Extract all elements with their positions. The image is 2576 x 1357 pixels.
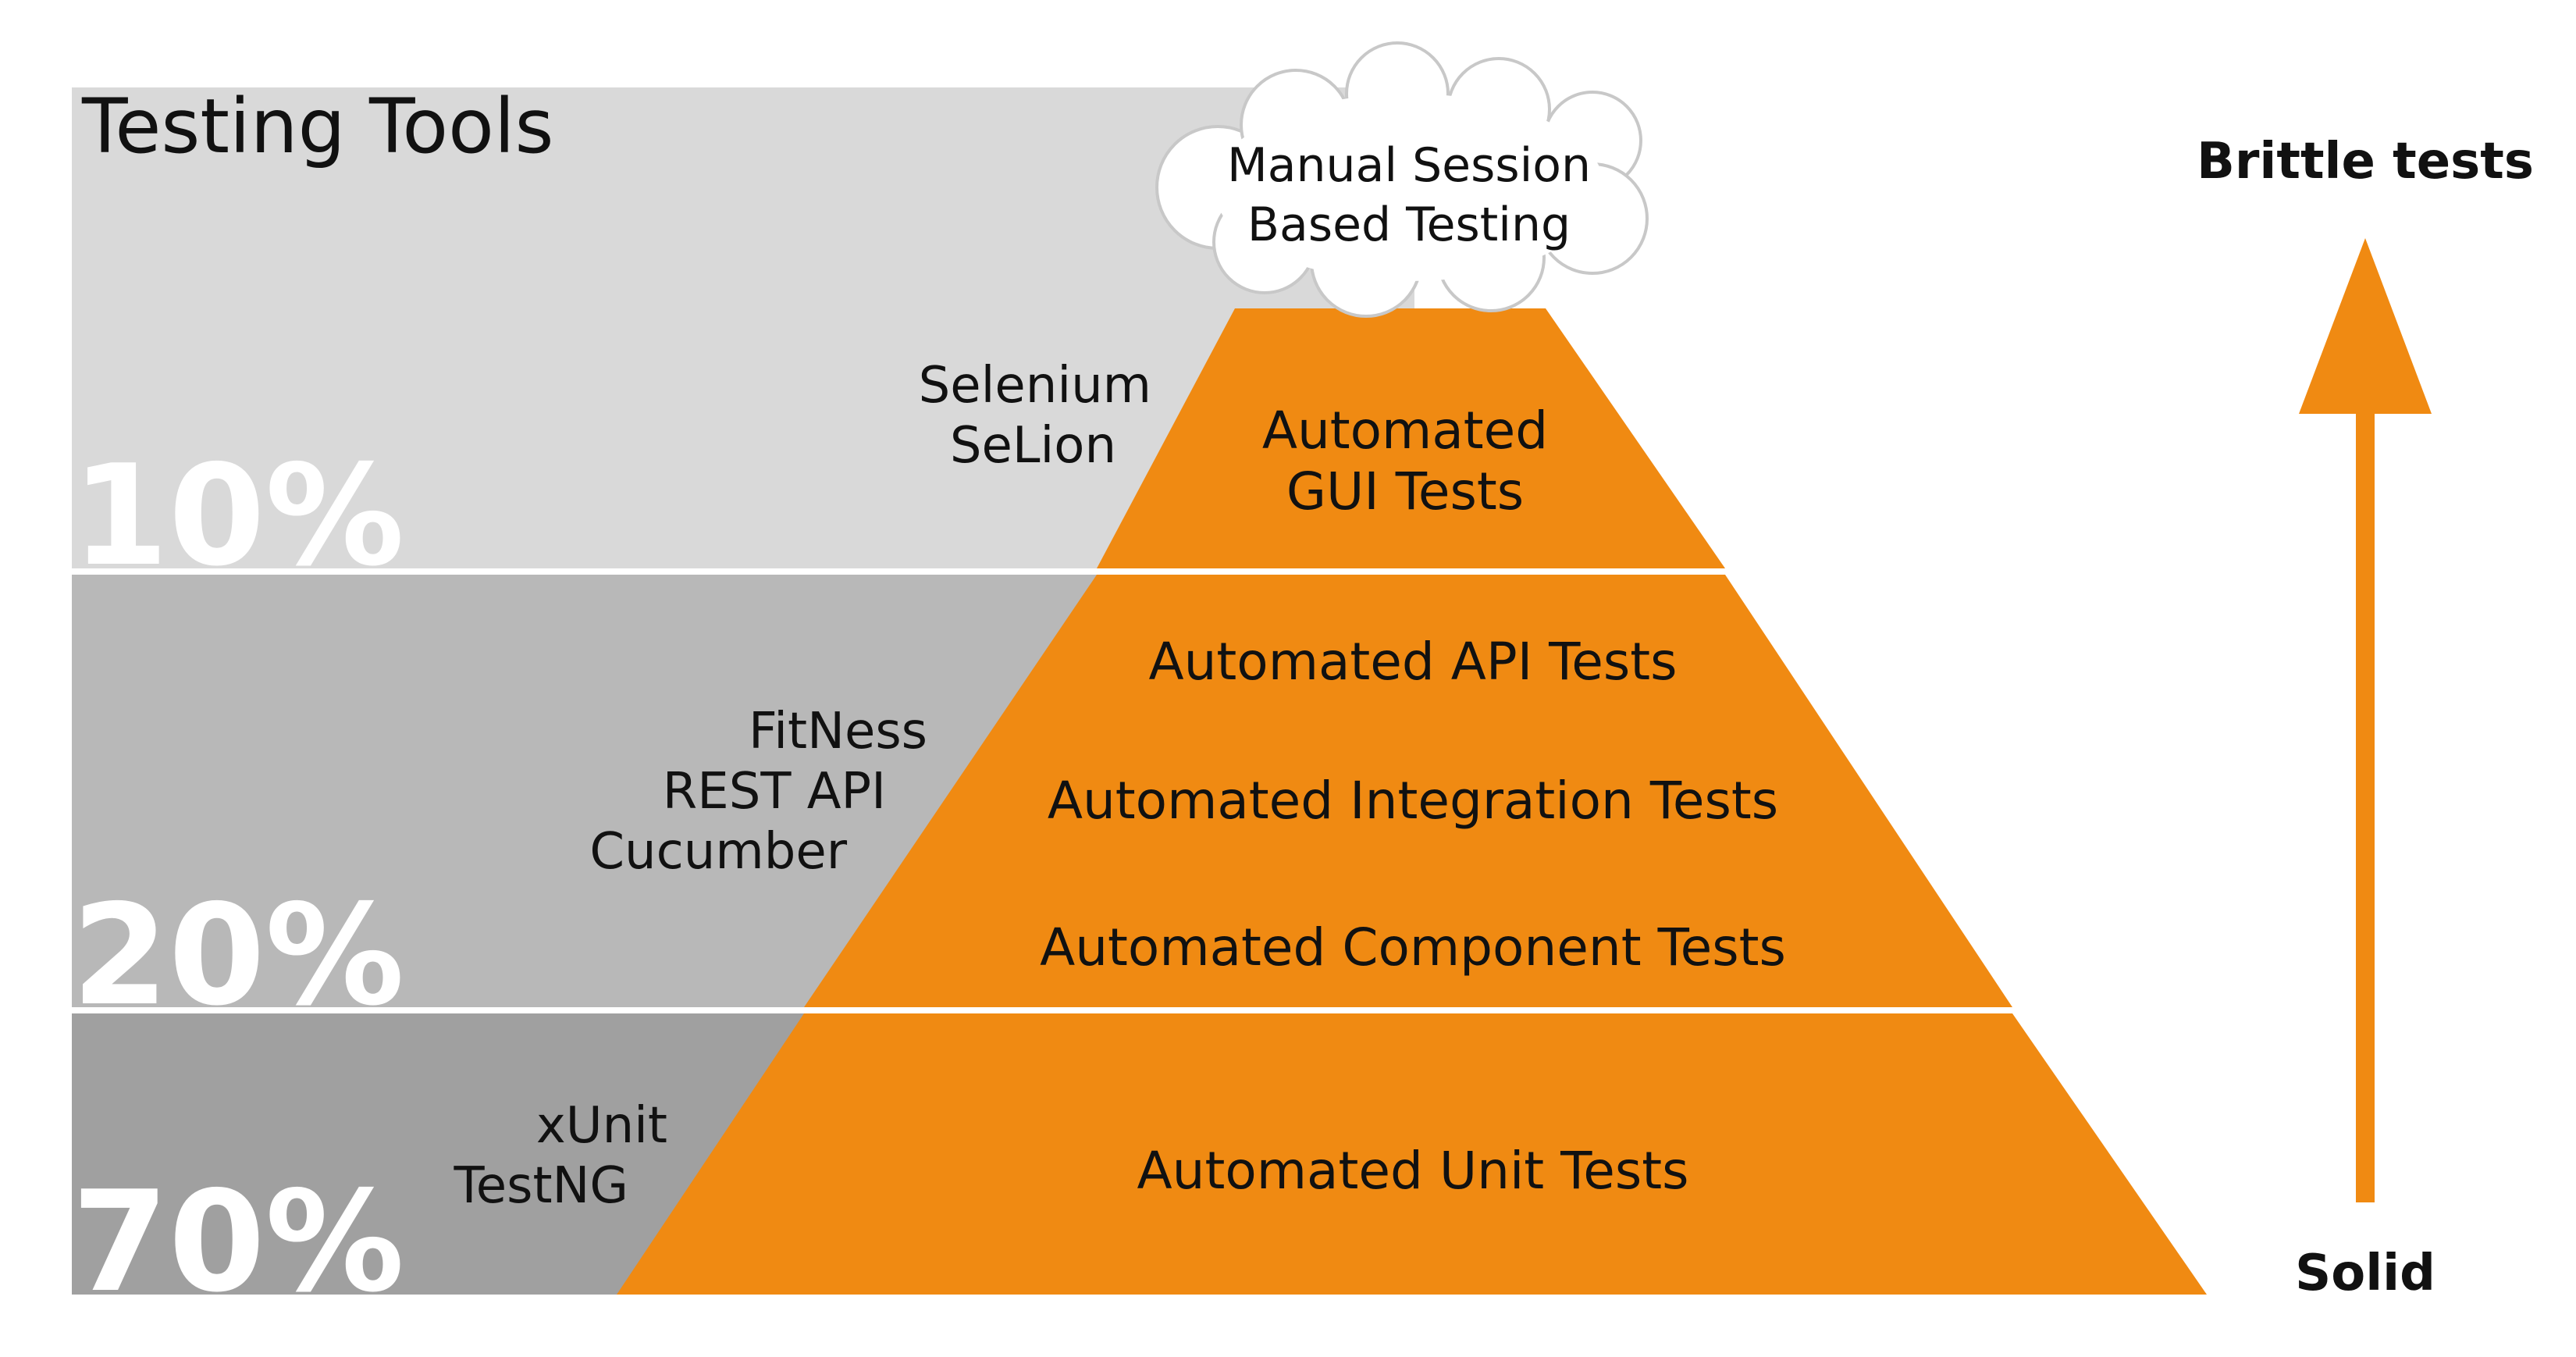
tool-testng: TestNG [454,1157,629,1215]
pyramid-tier-middle [804,575,2012,1007]
arrow-top-label: Brittle tests [2197,133,2534,191]
test-api: Automated API Tests [1148,632,1677,692]
tier-middle-percent: 20% [72,874,404,1036]
cloud-fill [1214,94,1604,281]
pyramid-tier-top [1097,308,1725,568]
tool-selenium: Selenium [919,357,1151,415]
tool-fitness: FitNess [749,703,927,760]
test-gui-line-1: Automated [1262,401,1548,461]
tier-bottom-percent: 70% [72,1161,404,1323]
tier-top-percent: 10% [72,435,404,597]
tool-rest-api: REST API [663,763,886,821]
tool-cucumber: Cucumber [589,823,847,881]
test-gui-line-2: GUI Tests [1286,461,1524,522]
test-integration: Automated Integration Tests [1048,771,1778,831]
cloud-line-2: Based Testing [1247,198,1571,252]
tool-xunit: xUnit [536,1097,667,1155]
arrow-bottom-label: Solid [2295,1245,2435,1302]
arrow-shaft [2356,367,2375,1202]
arrow-head-icon [2299,238,2432,414]
cloud-line-1: Manual Session [1227,138,1591,193]
diagram-title: Testing Tools [81,83,554,170]
pyramid-tier-bottom [617,1013,2207,1295]
tool-selion: SeLion [950,417,1116,475]
test-unit: Automated Unit Tests [1137,1141,1688,1201]
test-component: Automated Component Tests [1040,917,1786,978]
